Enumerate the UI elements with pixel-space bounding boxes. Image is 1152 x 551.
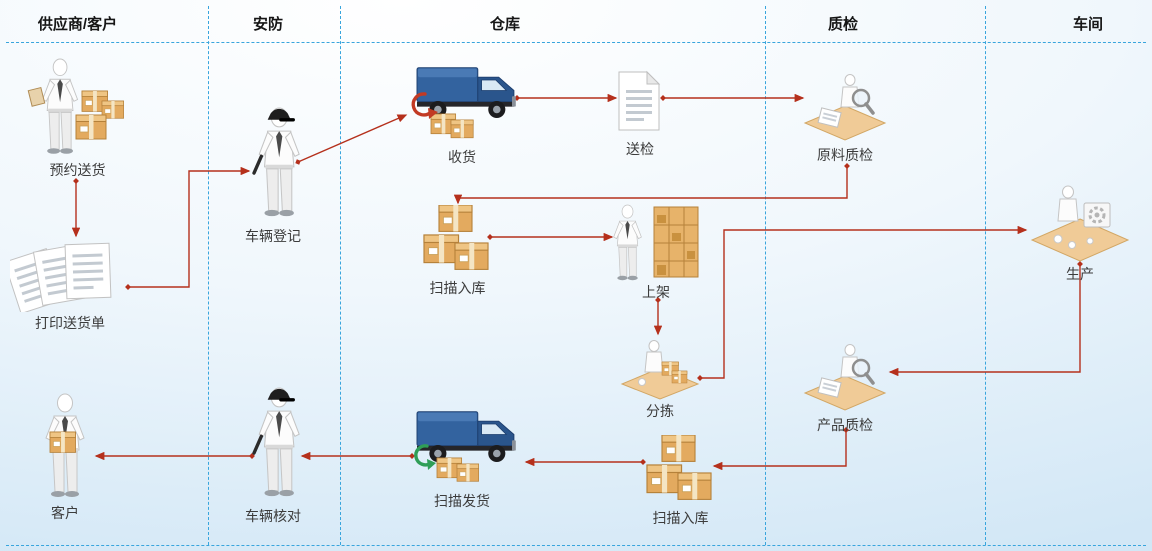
node-shelving: 上架	[610, 203, 702, 300]
node-label: 原料质检	[817, 147, 873, 163]
lane-header-quality: 质检	[827, 16, 858, 33]
node-label: 车辆核对	[245, 508, 301, 524]
node-label: 车辆登记	[245, 228, 301, 244]
person-shelf-icon	[613, 204, 699, 281]
node-label: 扫描入库	[429, 280, 486, 296]
node-send-inspection: 送检	[600, 64, 680, 157]
lane-header-security: 安防	[252, 16, 283, 33]
node-label: 扫描发货	[434, 493, 490, 509]
lane-bottom-border	[6, 545, 1146, 546]
lane-divider	[985, 6, 986, 545]
node-production: 生产	[1028, 183, 1132, 282]
node-print-delivery-note: 打印送货单	[10, 240, 130, 331]
person-with-boxes-icon	[27, 58, 124, 155]
node-label: 分拣	[646, 403, 674, 419]
node-label: 送检	[626, 141, 654, 157]
node-label: 上架	[642, 284, 670, 300]
node-label: 打印送货单	[35, 315, 105, 331]
security-guard-icon	[238, 100, 308, 225]
carton-stack-icon	[646, 435, 716, 507]
lane-header-workshop: 车间	[1072, 16, 1103, 33]
node-customer: 客户	[25, 390, 105, 521]
node-scan-outbound: 扫描发货	[403, 402, 521, 509]
node-vehicle-register: 车辆登记	[233, 100, 313, 244]
node-scan-inbound-top: 扫描入库	[415, 205, 500, 296]
inspection-magnifier-icon	[803, 342, 887, 412]
lane-header-warehouse: 仓库	[489, 16, 520, 33]
truck-load-icon	[414, 411, 517, 482]
security-guard-icon	[238, 380, 308, 505]
truck-unload-icon	[411, 67, 517, 139]
production-platform-icon	[1030, 185, 1130, 262]
carton-stack-icon	[423, 205, 493, 277]
node-label: 生产	[1066, 266, 1094, 282]
inspection-magnifier-icon	[803, 72, 887, 142]
node-vehicle-verify: 车辆核对	[233, 380, 313, 524]
edge-print-to-register	[125, 166, 251, 290]
node-label: 预约送货	[49, 162, 106, 178]
node-product-qc: 产品质检	[800, 342, 890, 433]
node-sorting: 分拣	[618, 338, 702, 419]
lane-top-border	[6, 42, 1146, 43]
edge-register-to-receive	[295, 114, 408, 165]
document-stack-icon	[10, 242, 112, 312]
lane-divider	[208, 6, 209, 545]
node-schedule-delivery: 预约送货	[20, 55, 135, 178]
node-scan-inbound-bottom: 扫描入库	[638, 435, 723, 526]
edge-prodqc-to-scanin2	[712, 427, 849, 471]
sorting-platform-icon	[620, 340, 700, 400]
lane-divider	[340, 6, 341, 545]
node-label: 扫描入库	[652, 510, 709, 526]
lane-divider	[765, 6, 766, 545]
edge-rawqc-to-scanin	[453, 163, 850, 205]
node-receive-goods: 收货	[403, 58, 521, 165]
document-icon	[618, 71, 660, 131]
lane-header-supplier-customer: 供应商/客户	[37, 16, 118, 33]
node-label: 收货	[448, 149, 476, 165]
node-label: 产品质检	[817, 417, 873, 433]
node-label: 客户	[51, 505, 79, 521]
person-carrying-box-icon	[45, 393, 85, 498]
node-raw-material-qc: 原料质检	[800, 70, 890, 163]
